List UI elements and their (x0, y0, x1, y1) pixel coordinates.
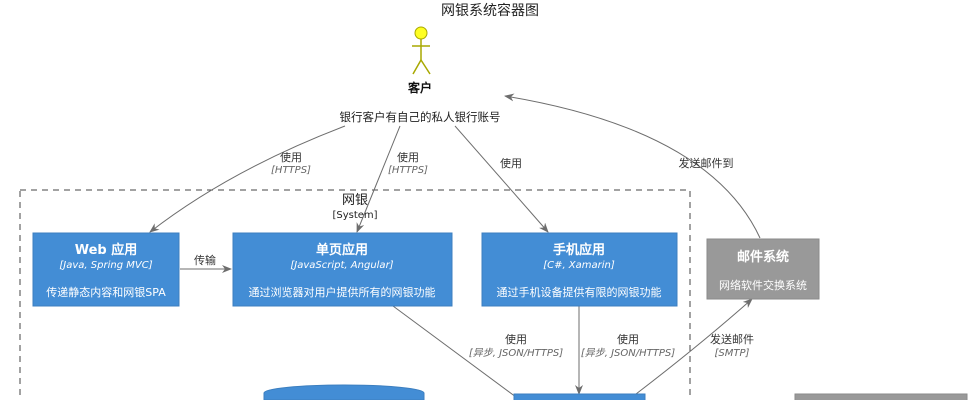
edge-tech-person-web: [HTTPS] (271, 165, 311, 176)
customer-person: 客户 银行客户有自己的私人银行账号 (340, 26, 501, 124)
edge-tech-spa-api: [异步, JSON/HTTPS] (469, 347, 563, 359)
edge-tech-person-spa: [HTTPS] (388, 165, 428, 176)
edge-spa-api (392, 305, 521, 400)
container-mobile-app: 手机应用 [C#, Xamarin] 通过手机设备提供有限的网银功能 (481, 232, 678, 307)
edge-person-web (149, 125, 346, 233)
email-system-name: 邮件系统 (737, 249, 789, 265)
edge-label-person-web: 使用 (280, 151, 302, 164)
container-spa: 单页应用 [JavaScript, Angular] 通过浏览器对用户提供所有的… (232, 232, 453, 307)
web-app-tech: [Java, Spring MVC] (59, 260, 152, 271)
api-container-partial (513, 393, 646, 400)
edge-tech-api-email: [SMTP] (715, 348, 750, 359)
boundary-name: 网银 (342, 193, 368, 208)
edge-label-spa-api: 使用 (505, 333, 527, 346)
database-container-partial (263, 384, 425, 400)
boundary-type: [System] (332, 210, 377, 221)
edge-label-person-spa: 使用 (397, 151, 419, 164)
spa-name: 单页应用 (316, 242, 368, 258)
person-icon (412, 26, 431, 75)
edge-label-api-email: 发送邮件 (710, 332, 754, 346)
edge-label-person-mobile: 使用 (500, 157, 522, 170)
person-description: 银行客户有自己的私人银行账号 (340, 110, 501, 124)
mobile-app-description: 通过手机设备提供有限的网银功能 (497, 285, 662, 299)
external-system-partial (794, 393, 968, 400)
edge-person-mobile (454, 125, 549, 233)
edge-api-email (635, 298, 753, 395)
edge-labels: 使用 [HTTPS] 使用 [HTTPS] 使用 传输 使用 [异步, JSON… (194, 151, 754, 359)
edge-label-mobile-api: 使用 (617, 333, 639, 346)
web-app-name: Web 应用 (75, 242, 138, 258)
mobile-app-name: 手机应用 (553, 242, 605, 258)
edge-email-person (504, 93, 761, 239)
container-web-app: Web 应用 [Java, Spring MVC] 传递静态内容和网银SPA (32, 232, 180, 307)
edges (149, 93, 761, 400)
edge-person-spa (356, 125, 401, 233)
spa-description: 通过浏览器对用户提供所有的网银功能 (249, 285, 436, 299)
edge-label-email-person: 发送邮件到 (679, 156, 734, 170)
system-boundary: 网银 [System] (19, 189, 691, 400)
diagram-title: 网银系统容器图 (441, 2, 539, 19)
edge-label-web-spa: 传输 (194, 253, 216, 267)
external-email-system: 邮件系统 网络软件交换系统 (706, 238, 820, 300)
edge-tech-mobile-api: [异步, JSON/HTTPS] (581, 347, 675, 359)
web-app-description: 传递静态内容和网银SPA (46, 285, 166, 299)
mobile-app-tech: [C#, Xamarin] (543, 260, 615, 271)
person-name: 客户 (407, 80, 432, 95)
spa-tech: [JavaScript, Angular] (290, 260, 393, 271)
email-system-description: 网络软件交换系统 (719, 278, 807, 292)
